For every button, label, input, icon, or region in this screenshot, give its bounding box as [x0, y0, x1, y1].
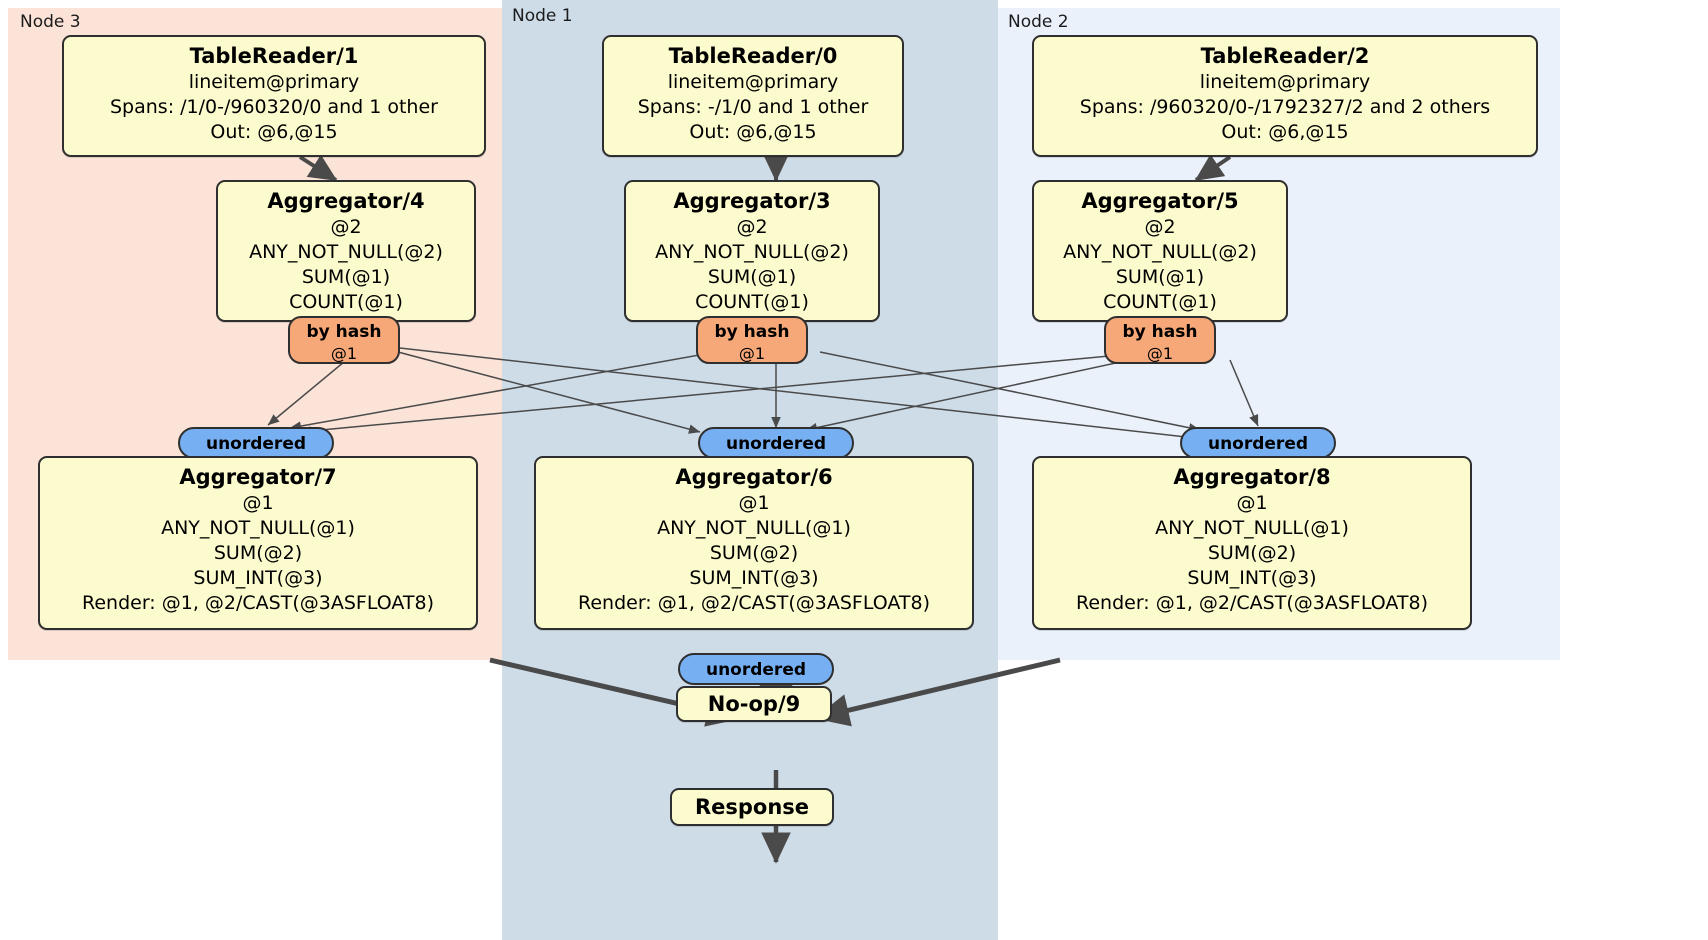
- processor-render-line: Render: @1, @2/CAST(@3ASFLOAT8): [1076, 592, 1428, 614]
- processor-detail-line: COUNT(@1): [289, 291, 403, 313]
- synchronizer-label: unordered: [705, 660, 807, 680]
- processor-aggregator-3[interactable]: Aggregator/3 @2 ANY_NOT_NULL(@2) SUM(@1)…: [624, 180, 880, 322]
- processor-title: TableReader/1: [189, 44, 359, 68]
- processor-title: No-op/9: [707, 692, 801, 716]
- processor-detail-line: SUM(@1): [301, 266, 391, 288]
- router-column: @1: [330, 344, 358, 363]
- processor-detail-line: COUNT(@1): [1103, 291, 1217, 313]
- synchronizer-unordered-center[interactable]: unordered: [698, 427, 854, 459]
- processor-aggregator-4[interactable]: Aggregator/4 @2 ANY_NOT_NULL(@2) SUM(@1)…: [216, 180, 476, 322]
- node-label-node2: Node 2: [1008, 12, 1069, 32]
- processor-aggregator-8[interactable]: Aggregator/8 @1 ANY_NOT_NULL(@1) SUM(@2)…: [1032, 456, 1472, 630]
- processor-detail-line: Out: @6,@15: [1221, 121, 1349, 143]
- processor-detail-line: ANY_NOT_NULL(@1): [1155, 517, 1349, 539]
- processor-response[interactable]: Response: [670, 788, 834, 826]
- processor-detail-line: ANY_NOT_NULL(@2): [1063, 241, 1257, 263]
- node-label-node1: Node 1: [512, 6, 573, 26]
- processor-detail-line: Spans: /960320/0-/1792327/2 and 2 others: [1079, 96, 1491, 118]
- synchronizer-unordered-final[interactable]: unordered: [678, 653, 834, 685]
- node-label-node3: Node 3: [20, 12, 81, 32]
- processor-detail-line: SUM_INT(@3): [193, 567, 323, 589]
- router-by-hash-left[interactable]: by hash @1: [288, 316, 400, 364]
- synchronizer-unordered-right[interactable]: unordered: [1180, 427, 1336, 459]
- synchronizer-unordered-left[interactable]: unordered: [178, 427, 334, 459]
- processor-aggregator-7[interactable]: Aggregator/7 @1 ANY_NOT_NULL(@1) SUM(@2)…: [38, 456, 478, 630]
- processor-detail-line: @2: [736, 216, 768, 238]
- synchronizer-label: unordered: [725, 434, 827, 454]
- processor-detail-line: SUM(@1): [1115, 266, 1205, 288]
- processor-detail-line: @1: [242, 492, 274, 514]
- router-by-hash-center[interactable]: by hash @1: [696, 316, 808, 364]
- processor-detail-line: @1: [1236, 492, 1268, 514]
- processor-title: Aggregator/4: [267, 189, 425, 213]
- processor-detail-line: Spans: /1/0-/960320/0 and 1 other: [110, 96, 438, 118]
- processor-title: Aggregator/5: [1081, 189, 1239, 213]
- router-column: @1: [1146, 344, 1174, 363]
- processor-table-reader-2[interactable]: TableReader/2 lineitem@primary Spans: /9…: [1032, 35, 1538, 157]
- processor-detail-line: lineitem@primary: [1199, 71, 1371, 93]
- router-by-hash-right[interactable]: by hash @1: [1104, 316, 1216, 364]
- processor-title: Response: [694, 795, 810, 819]
- router-column: @1: [738, 344, 766, 363]
- router-kind: by hash: [714, 322, 790, 342]
- processor-render-line: Render: @1, @2/CAST(@3ASFLOAT8): [82, 592, 434, 614]
- processor-noop-9[interactable]: No-op/9: [676, 686, 832, 722]
- processor-detail-line: Spans: -/1/0 and 1 other: [637, 96, 869, 118]
- processor-detail-line: ANY_NOT_NULL(@2): [249, 241, 443, 263]
- processor-title: TableReader/2: [1200, 44, 1370, 68]
- processor-title: Aggregator/7: [179, 465, 337, 489]
- processor-detail-line: SUM(@2): [1207, 542, 1297, 564]
- processor-detail-line: COUNT(@1): [695, 291, 809, 313]
- processor-title: Aggregator/8: [1173, 465, 1331, 489]
- processor-table-reader-1[interactable]: TableReader/1 lineitem@primary Spans: /1…: [62, 35, 486, 157]
- processor-detail-line: lineitem@primary: [667, 71, 839, 93]
- processor-detail-line: SUM_INT(@3): [1187, 567, 1317, 589]
- processor-title: Aggregator/3: [673, 189, 831, 213]
- processor-detail-line: @2: [330, 216, 362, 238]
- processor-table-reader-0[interactable]: TableReader/0 lineitem@primary Spans: -/…: [602, 35, 904, 157]
- processor-detail-line: ANY_NOT_NULL(@1): [657, 517, 851, 539]
- processor-title: Aggregator/6: [675, 465, 833, 489]
- synchronizer-label: unordered: [1207, 434, 1309, 454]
- processor-aggregator-5[interactable]: Aggregator/5 @2 ANY_NOT_NULL(@2) SUM(@1)…: [1032, 180, 1288, 322]
- processor-render-line: Render: @1, @2/CAST(@3ASFLOAT8): [578, 592, 930, 614]
- router-kind: by hash: [1122, 322, 1198, 342]
- processor-detail-line: SUM_INT(@3): [689, 567, 819, 589]
- processor-detail-line: SUM(@2): [213, 542, 303, 564]
- processor-title: TableReader/0: [668, 44, 838, 68]
- processor-detail-line: ANY_NOT_NULL(@2): [655, 241, 849, 263]
- processor-detail-line: SUM(@2): [709, 542, 799, 564]
- processor-detail-line: @2: [1144, 216, 1176, 238]
- processor-aggregator-6[interactable]: Aggregator/6 @1 ANY_NOT_NULL(@1) SUM(@2)…: [534, 456, 974, 630]
- processor-detail-line: @1: [738, 492, 770, 514]
- synchronizer-label: unordered: [205, 434, 307, 454]
- router-kind: by hash: [306, 322, 382, 342]
- processor-detail-line: ANY_NOT_NULL(@1): [161, 517, 355, 539]
- processor-detail-line: Out: @6,@15: [689, 121, 817, 143]
- processor-detail-line: lineitem@primary: [188, 71, 360, 93]
- processor-detail-line: Out: @6,@15: [210, 121, 338, 143]
- processor-detail-line: SUM(@1): [707, 266, 797, 288]
